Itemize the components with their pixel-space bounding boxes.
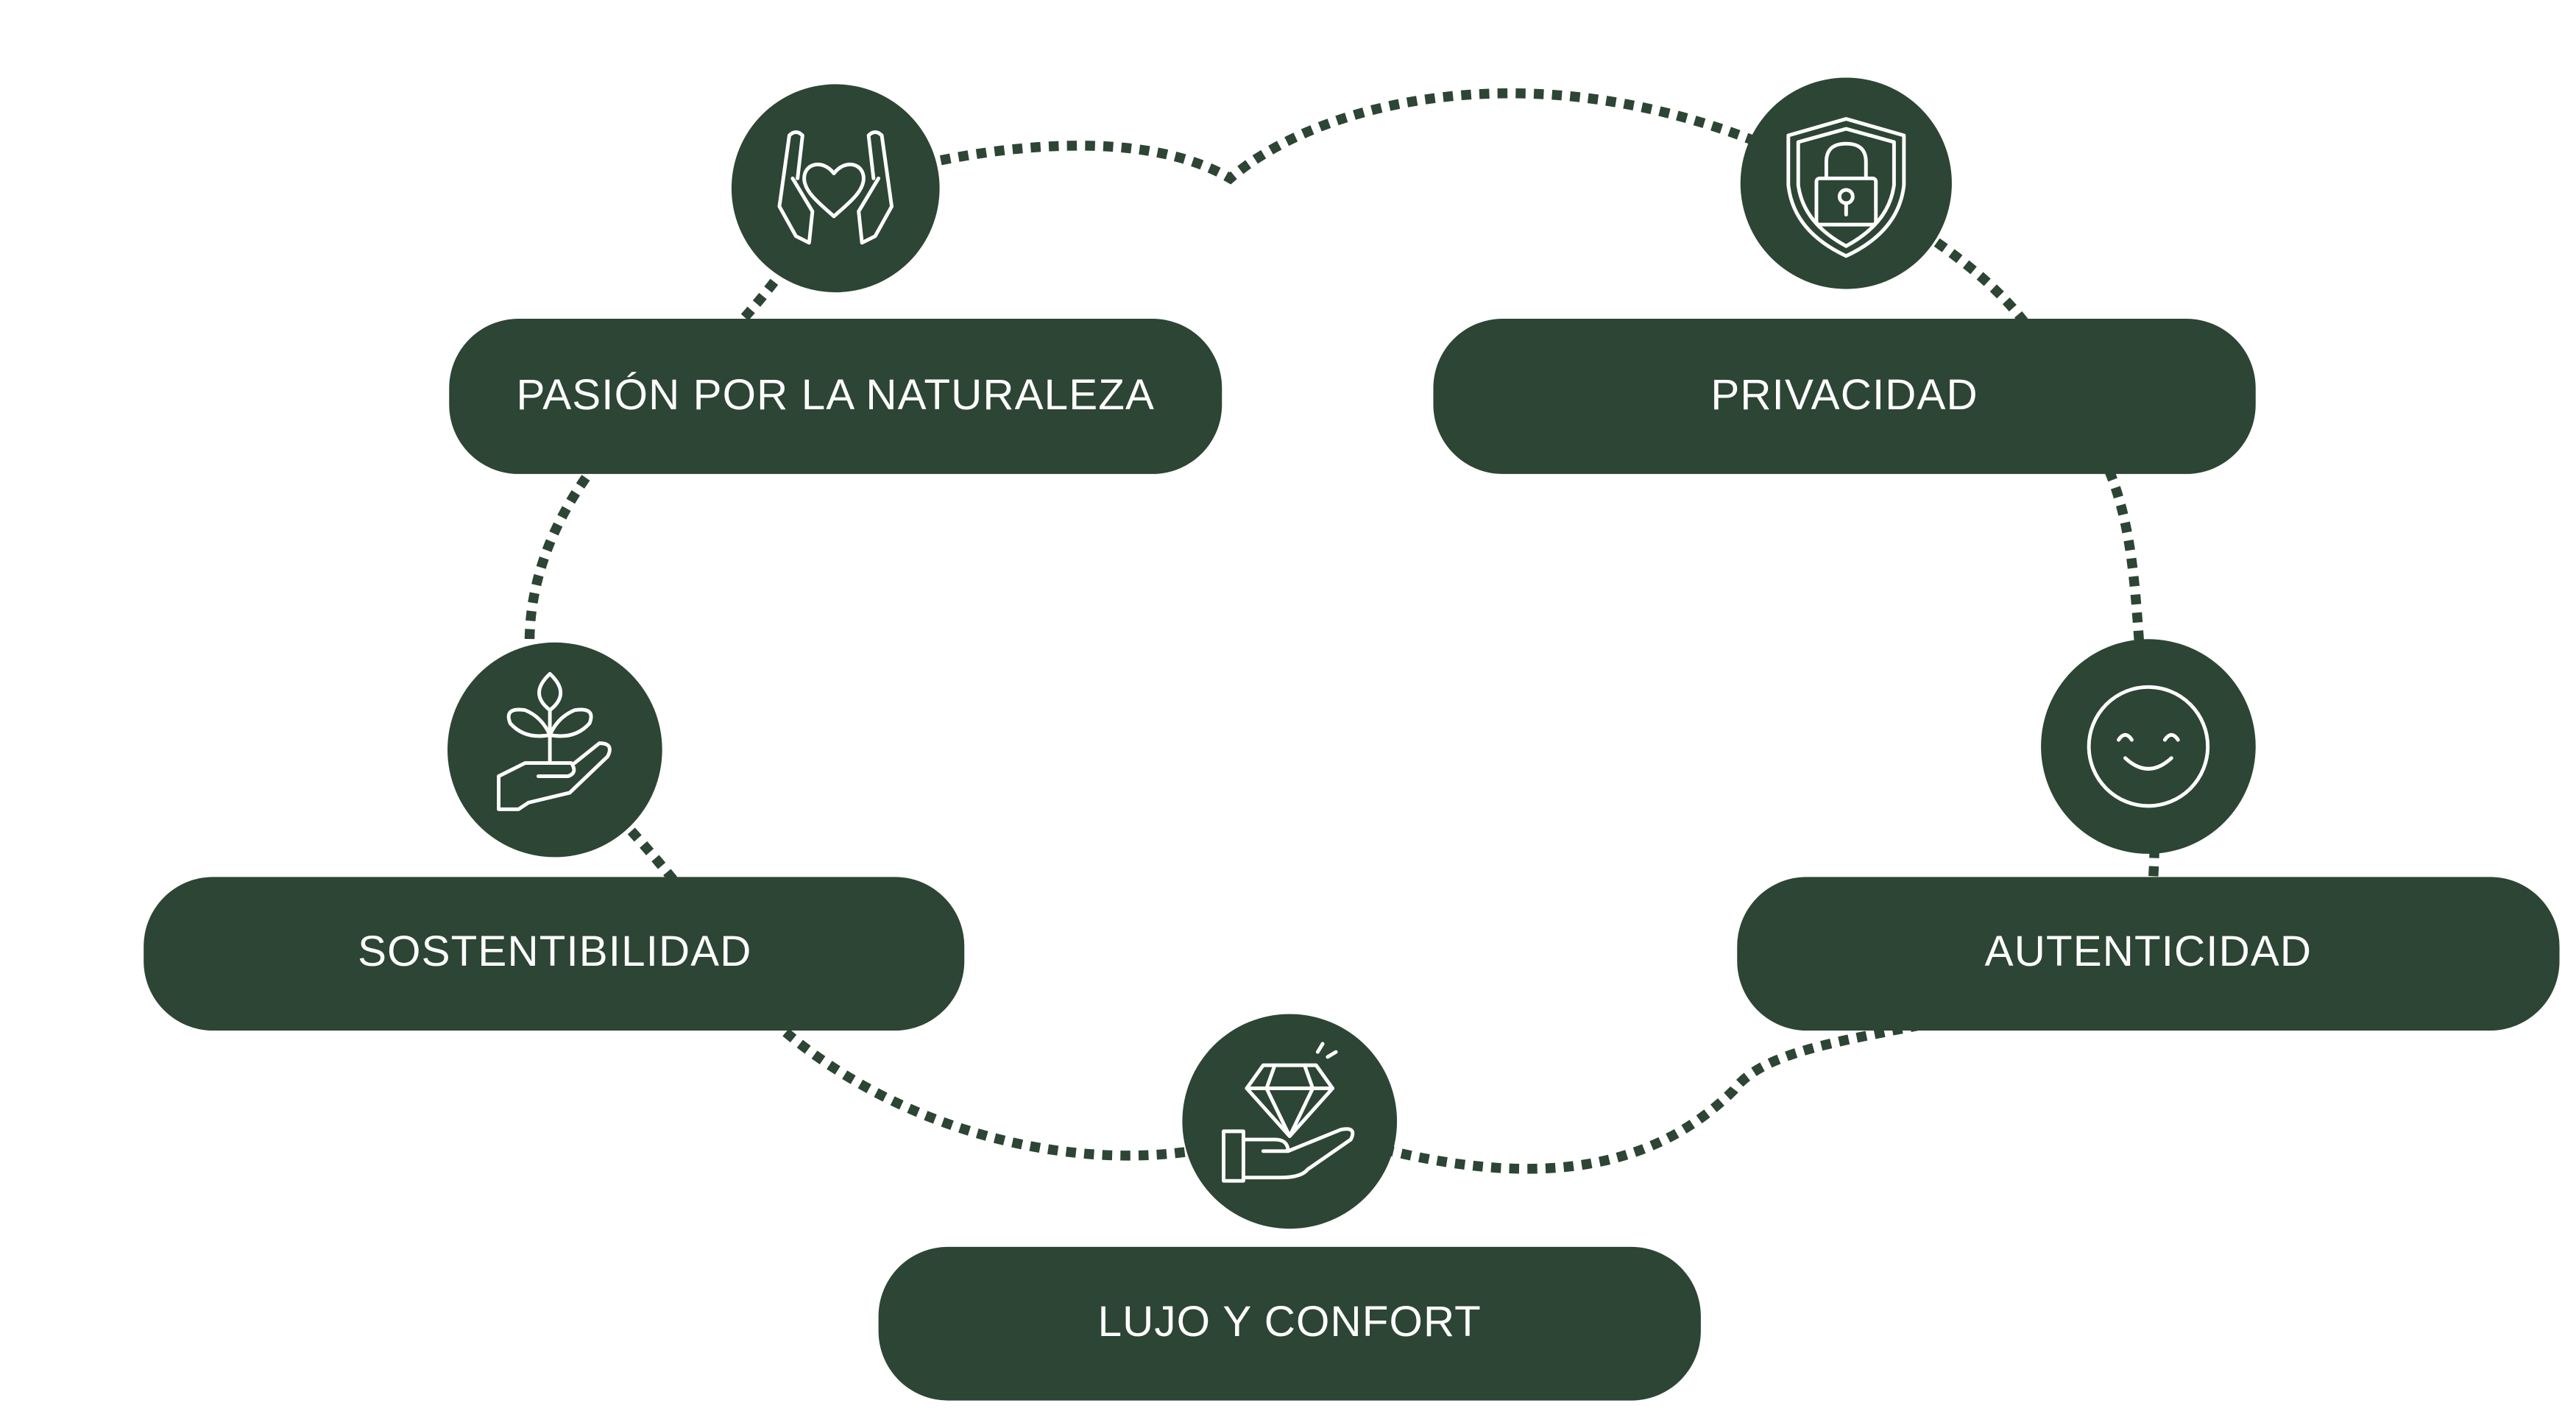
label-pill bbox=[1433, 319, 2256, 474]
node-label: AUTENTICIDAD bbox=[1985, 927, 2312, 975]
icon-circle bbox=[1182, 1014, 1398, 1229]
node-label: SOSTENTIBILIDAD bbox=[358, 927, 751, 975]
icon-circle bbox=[2041, 639, 2256, 854]
label-pill bbox=[1737, 877, 2560, 1031]
node-pasion: PASIÓN POR LA NATURALEZA bbox=[449, 84, 1222, 474]
icon-circle bbox=[731, 84, 940, 293]
node-autenticidad: AUTENTICIDAD bbox=[1737, 639, 2560, 1031]
node-label: PRIVACIDAD bbox=[1710, 371, 1978, 419]
shield-lock-icon bbox=[1786, 117, 1906, 258]
label-pill bbox=[878, 1246, 1701, 1401]
label-pill bbox=[144, 877, 965, 1031]
icon-circle bbox=[1740, 77, 1952, 289]
smile-icon bbox=[2087, 685, 2210, 808]
diamond-hand-icon bbox=[1222, 1042, 1355, 1183]
dotted-connector-loop bbox=[524, 88, 2160, 1174]
node-lujo: LUJO Y CONFORT bbox=[878, 1014, 1701, 1401]
hands-heart-icon bbox=[777, 130, 894, 245]
node-sostenibilidad: SOSTENTIBILIDAD bbox=[144, 642, 965, 1031]
node-label: LUJO Y CONFORT bbox=[1098, 1298, 1482, 1346]
node-label: PASIÓN POR LA NATURALEZA bbox=[517, 371, 1156, 419]
node-privacidad: PRIVACIDAD bbox=[1433, 77, 2256, 474]
plant-hand-icon bbox=[497, 671, 612, 811]
icon-circle bbox=[447, 642, 662, 858]
label-pill bbox=[449, 319, 1222, 474]
